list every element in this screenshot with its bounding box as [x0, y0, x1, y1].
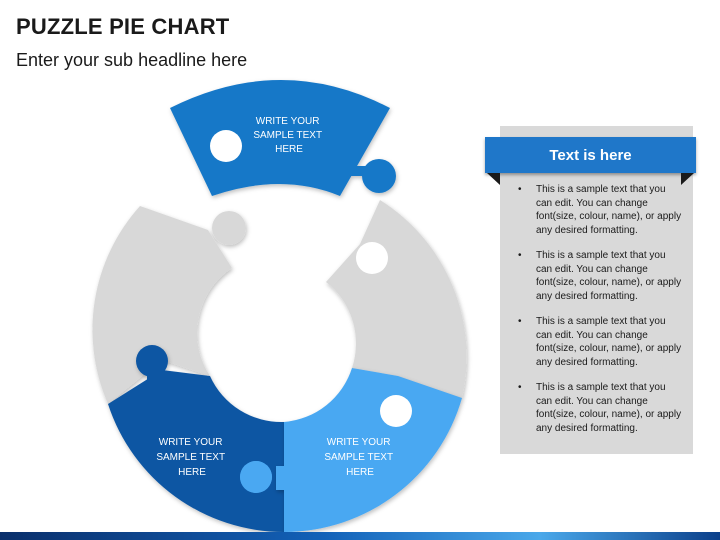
bullet-item: •This is a sample text that you can edit…	[518, 250, 682, 302]
bullet-dot-icon: •	[518, 382, 522, 393]
page-subtitle: Enter your sub headline here	[16, 50, 248, 70]
ribbon-fold-right	[681, 173, 694, 185]
bullet-dot-icon: •	[518, 316, 522, 327]
ribbon-fold-left	[487, 173, 500, 185]
puzzle-socket-light-blue	[380, 395, 412, 427]
puzzle-piece-grey-left	[92, 206, 246, 404]
text-panel	[500, 126, 693, 454]
piece-label-light-blue: WRITE YOUR SAMPLE TEXT HERE	[324, 437, 395, 478]
bullet-item: •This is a sample text that you can edit…	[518, 382, 682, 434]
bullet-list: •This is a sample text that you can edit…	[514, 183, 682, 447]
puzzle-piece-top-blue	[170, 80, 396, 196]
puzzle-piece-dark-blue	[108, 345, 284, 532]
page-title: PUZZLE PIE CHART	[16, 14, 230, 39]
piece-label-top: WRITE YOUR SAMPLE TEXT HERE	[253, 116, 324, 155]
puzzle-piece-grey-right	[326, 200, 467, 398]
bullet-item: •This is a sample text that you can edit…	[518, 184, 682, 236]
piece-label-dark-blue: WRITE YOUR SAMPLE TEXT HERE	[156, 437, 227, 478]
bullet-dot-icon: •	[518, 250, 522, 261]
puzzle-piece-light-blue	[276, 368, 462, 533]
bullet-dot-icon: •	[518, 184, 522, 195]
puzzle-socket-top	[210, 130, 242, 162]
bottom-accent-bar	[0, 532, 720, 540]
puzzle-socket-right	[356, 242, 388, 274]
bullet-item: •This is a sample text that you can edit…	[518, 316, 682, 368]
panel-header: Text is here	[485, 137, 696, 173]
